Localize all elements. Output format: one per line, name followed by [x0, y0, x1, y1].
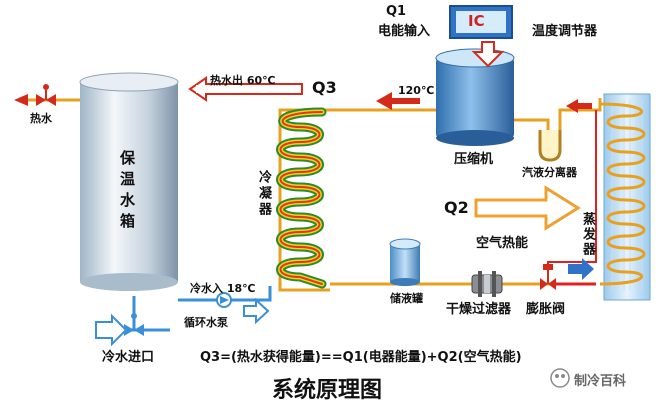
drying-filter — [471, 271, 503, 297]
diagram-title: 系统原理图 — [272, 378, 383, 403]
temp-120-label: 120℃ — [398, 84, 435, 97]
q2-label: Q2 — [444, 198, 469, 217]
condenser-coil — [276, 107, 330, 292]
evaporator-coil — [599, 93, 651, 301]
cold-water-pipes — [95, 286, 272, 347]
cold-in-arrow — [243, 297, 270, 325]
pump-icon — [216, 292, 232, 308]
expansion-valve — [540, 264, 556, 290]
valve-label: 膨胀阀 — [526, 302, 566, 317]
ic-label: IC — [468, 12, 485, 30]
separator-icon — [538, 130, 562, 162]
hot-water-label: 热水 — [30, 112, 52, 125]
filter-label: 干燥过滤器 — [446, 302, 512, 317]
separator-label: 汽液分离器 — [522, 166, 577, 179]
watermark-text: 制冷百科 — [574, 374, 627, 389]
q1-power-input-label: 电能输入 — [378, 24, 431, 39]
compressor-label: 压缩机 — [454, 152, 494, 167]
equation-label: Q3=(热水获得能量)==Q1(电器能量)+Q2(空气热能) — [200, 350, 522, 365]
q3-label: Q3 — [312, 78, 337, 97]
cold-in-label: 冷水入 18℃ — [190, 282, 256, 295]
compressor — [435, 48, 515, 146]
q1-label: Q1 — [386, 4, 407, 19]
receiver-label: 储液罐 — [390, 292, 423, 305]
power-down-arrow — [471, 41, 505, 68]
evaporator-top-arrow — [566, 99, 592, 113]
compressor-out-arrow — [376, 92, 420, 110]
air-heat-arrow — [474, 185, 581, 231]
water-tank — [79, 72, 179, 291]
hot-water-out-arrow — [188, 76, 303, 102]
hot-water-out-label: 热水出 60℃ — [210, 74, 276, 87]
hot-water-outlet-pipe — [14, 84, 82, 106]
receiver-tank — [389, 238, 421, 286]
thermostat-box — [449, 5, 513, 39]
tank-label: 保温水箱 — [118, 150, 136, 234]
condenser-label: 冷凝器 — [256, 170, 271, 218]
thermostat-label: 温度调节器 — [532, 24, 598, 39]
watermark-logo — [550, 368, 570, 388]
evaporator-bottom-arrow — [568, 258, 594, 280]
pump-label: 循环水泵 — [184, 316, 228, 329]
cold-inlet-label: 冷水进口 — [102, 350, 155, 365]
air-energy-label: 空气热能 — [476, 236, 529, 251]
evaporator-label: 蒸发器 — [580, 212, 595, 257]
